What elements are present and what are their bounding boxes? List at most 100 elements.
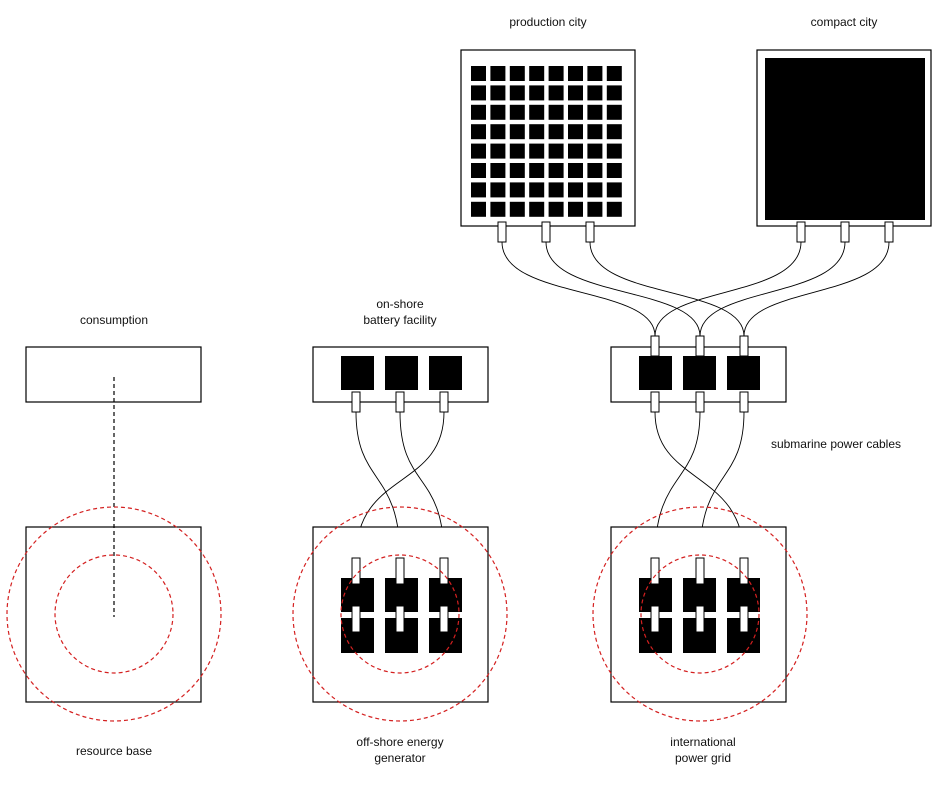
connector	[739, 557, 749, 585]
offshore-energy-generator	[312, 526, 489, 703]
city-block	[490, 104, 506, 120]
city-block	[568, 66, 583, 81]
submarine-cables-label: submarine power cables	[770, 437, 902, 451]
city-block	[490, 124, 506, 140]
city-block	[548, 66, 564, 81]
outer-range-circle	[592, 506, 808, 722]
range-circles	[6, 506, 808, 722]
battery-cell	[429, 356, 462, 390]
production-city-label: production city	[509, 15, 587, 29]
city-block	[509, 124, 525, 140]
connector	[840, 221, 850, 243]
connector	[497, 221, 507, 243]
city-block	[529, 85, 545, 101]
generator-label-line2: generator	[374, 751, 426, 765]
city-block	[509, 163, 525, 178]
battery-cell	[341, 356, 374, 390]
city-block	[548, 163, 564, 178]
city-block	[606, 66, 622, 81]
outer-range-circle	[6, 506, 222, 722]
connector	[650, 605, 660, 633]
connector	[796, 221, 806, 243]
city-block	[471, 143, 486, 159]
resource-base	[25, 377, 202, 703]
city-block	[529, 163, 545, 178]
city-block	[606, 85, 622, 101]
connector	[351, 391, 361, 413]
city-block	[568, 143, 583, 159]
connector	[650, 557, 660, 585]
city-block	[548, 182, 564, 198]
city-block	[490, 85, 506, 101]
city-block	[509, 201, 525, 217]
connector	[351, 605, 361, 633]
hub-cell	[727, 356, 760, 390]
inner-range-circle	[54, 554, 174, 674]
city-block	[587, 85, 603, 101]
compact-city-label: compact city	[810, 15, 878, 29]
battery-cell	[385, 356, 418, 390]
city-block	[548, 85, 564, 101]
cable	[743, 241, 890, 337]
city-block	[568, 201, 583, 217]
city-block	[471, 104, 486, 120]
connector	[739, 335, 749, 357]
city-block	[548, 143, 564, 159]
compact-city-block	[765, 58, 925, 220]
connector	[650, 391, 660, 413]
onshore-battery-facility	[312, 346, 489, 413]
city-block	[490, 66, 506, 81]
hub-cell	[639, 356, 672, 390]
city-block	[490, 163, 506, 178]
compact-city	[756, 49, 932, 227]
city-block	[529, 201, 545, 217]
inner-range-circle	[640, 554, 760, 674]
connector	[395, 557, 405, 585]
city-block	[548, 104, 564, 120]
cable	[699, 241, 846, 337]
connector	[695, 391, 705, 413]
city-block	[471, 66, 486, 81]
city-block	[587, 163, 603, 178]
inner-range-circle	[340, 554, 460, 674]
city-block	[529, 104, 545, 120]
connector	[541, 221, 551, 243]
connector	[439, 557, 449, 585]
cable	[501, 241, 656, 337]
city-block	[529, 182, 545, 198]
city-block	[587, 124, 603, 140]
city-block	[548, 124, 564, 140]
city-block	[606, 143, 622, 159]
connector	[695, 557, 705, 585]
grid-label: international power grid	[623, 734, 783, 766]
city-block	[490, 182, 506, 198]
city-block	[587, 104, 603, 120]
production-city-block-grid	[471, 66, 622, 217]
submarine-battery-hub	[610, 335, 787, 413]
connector	[439, 605, 449, 633]
grid-label-line1: international	[670, 735, 736, 749]
generator-label: off-shore energy generator	[320, 734, 480, 766]
city-block	[606, 104, 622, 120]
city-block	[587, 66, 603, 81]
connector	[585, 221, 595, 243]
city-block	[471, 163, 486, 178]
generator-label-line1: off-shore energy	[356, 735, 444, 749]
city-block	[568, 163, 583, 178]
city-to-battery-cables	[501, 241, 890, 337]
city-block	[490, 143, 506, 159]
city-block	[606, 182, 622, 198]
connector	[395, 391, 405, 413]
production-city-frame	[460, 49, 636, 227]
city-block	[568, 124, 583, 140]
city-block	[509, 143, 525, 159]
connector	[695, 605, 705, 633]
connector	[395, 605, 405, 633]
battery-label-line1: on-shore	[376, 297, 424, 311]
connector	[439, 391, 449, 413]
city-block	[606, 201, 622, 217]
resource-base-label: resource base	[75, 744, 153, 758]
battery-label-line2: battery facility	[363, 313, 437, 327]
city-block	[529, 124, 545, 140]
